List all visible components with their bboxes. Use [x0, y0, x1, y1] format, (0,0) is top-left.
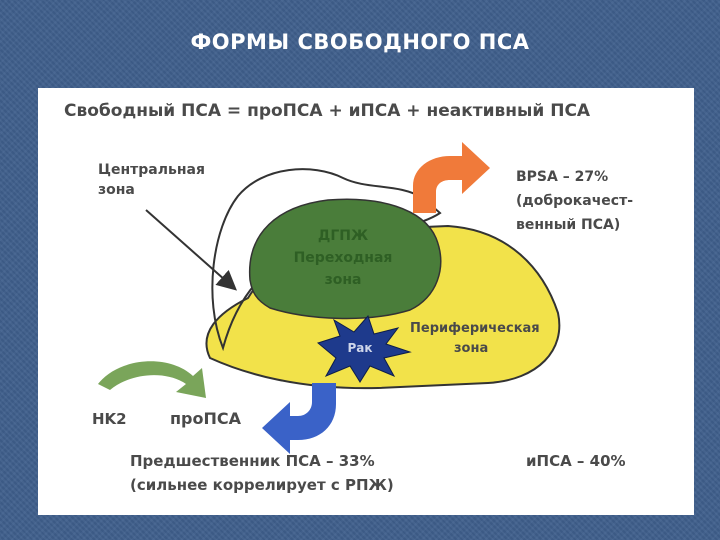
diagram-panel: Свободный ПСА = проПСА + иПСА + неактивн…	[38, 88, 694, 515]
central-zone-label-1: Центральная	[98, 162, 205, 178]
propsa-label: проПСА	[170, 409, 242, 428]
slide-title: ФОРМЫ СВОБОДНОГО ПСА	[190, 30, 530, 54]
bpsa-label-1: BPSA – 27%	[516, 169, 608, 185]
bpsa-label-3: венный ПСА)	[516, 217, 620, 233]
transition-zone-shape	[248, 198, 442, 320]
transition-zone-label-1: ДГПЖ	[318, 228, 368, 244]
precursor-arrow	[262, 383, 336, 454]
peripheral-zone-label-1: Периферическая	[410, 321, 540, 336]
central-zone-label-2: зона	[98, 182, 135, 198]
transition-zone-label-2: Переходная	[294, 250, 393, 266]
central-zone-pointer	[145, 209, 237, 291]
precursor-label-1: Предшественник ПСА – 33%	[130, 452, 375, 470]
hk2-label: HK2	[92, 410, 127, 428]
bpsa-arrow	[413, 142, 490, 213]
cancer-label: Рак	[347, 341, 372, 355]
transition-zone-label-3: зона	[325, 272, 362, 288]
formula-text: Свободный ПСА = проПСА + иПСА + неактивн…	[64, 101, 591, 121]
peripheral-zone-label-2: зона	[454, 341, 488, 356]
bpsa-label-2: (доброкачест-	[516, 193, 633, 209]
precursor-label-2: (сильнее коррелирует с РПЖ)	[130, 476, 394, 494]
psa-diagram: Свободный ПСА = проПСА + иПСА + неактивн…	[64, 101, 633, 494]
ipsa-label: иПСА – 40%	[526, 452, 626, 470]
hk2-arrow	[98, 361, 206, 398]
cancer-star-shape	[316, 315, 412, 383]
